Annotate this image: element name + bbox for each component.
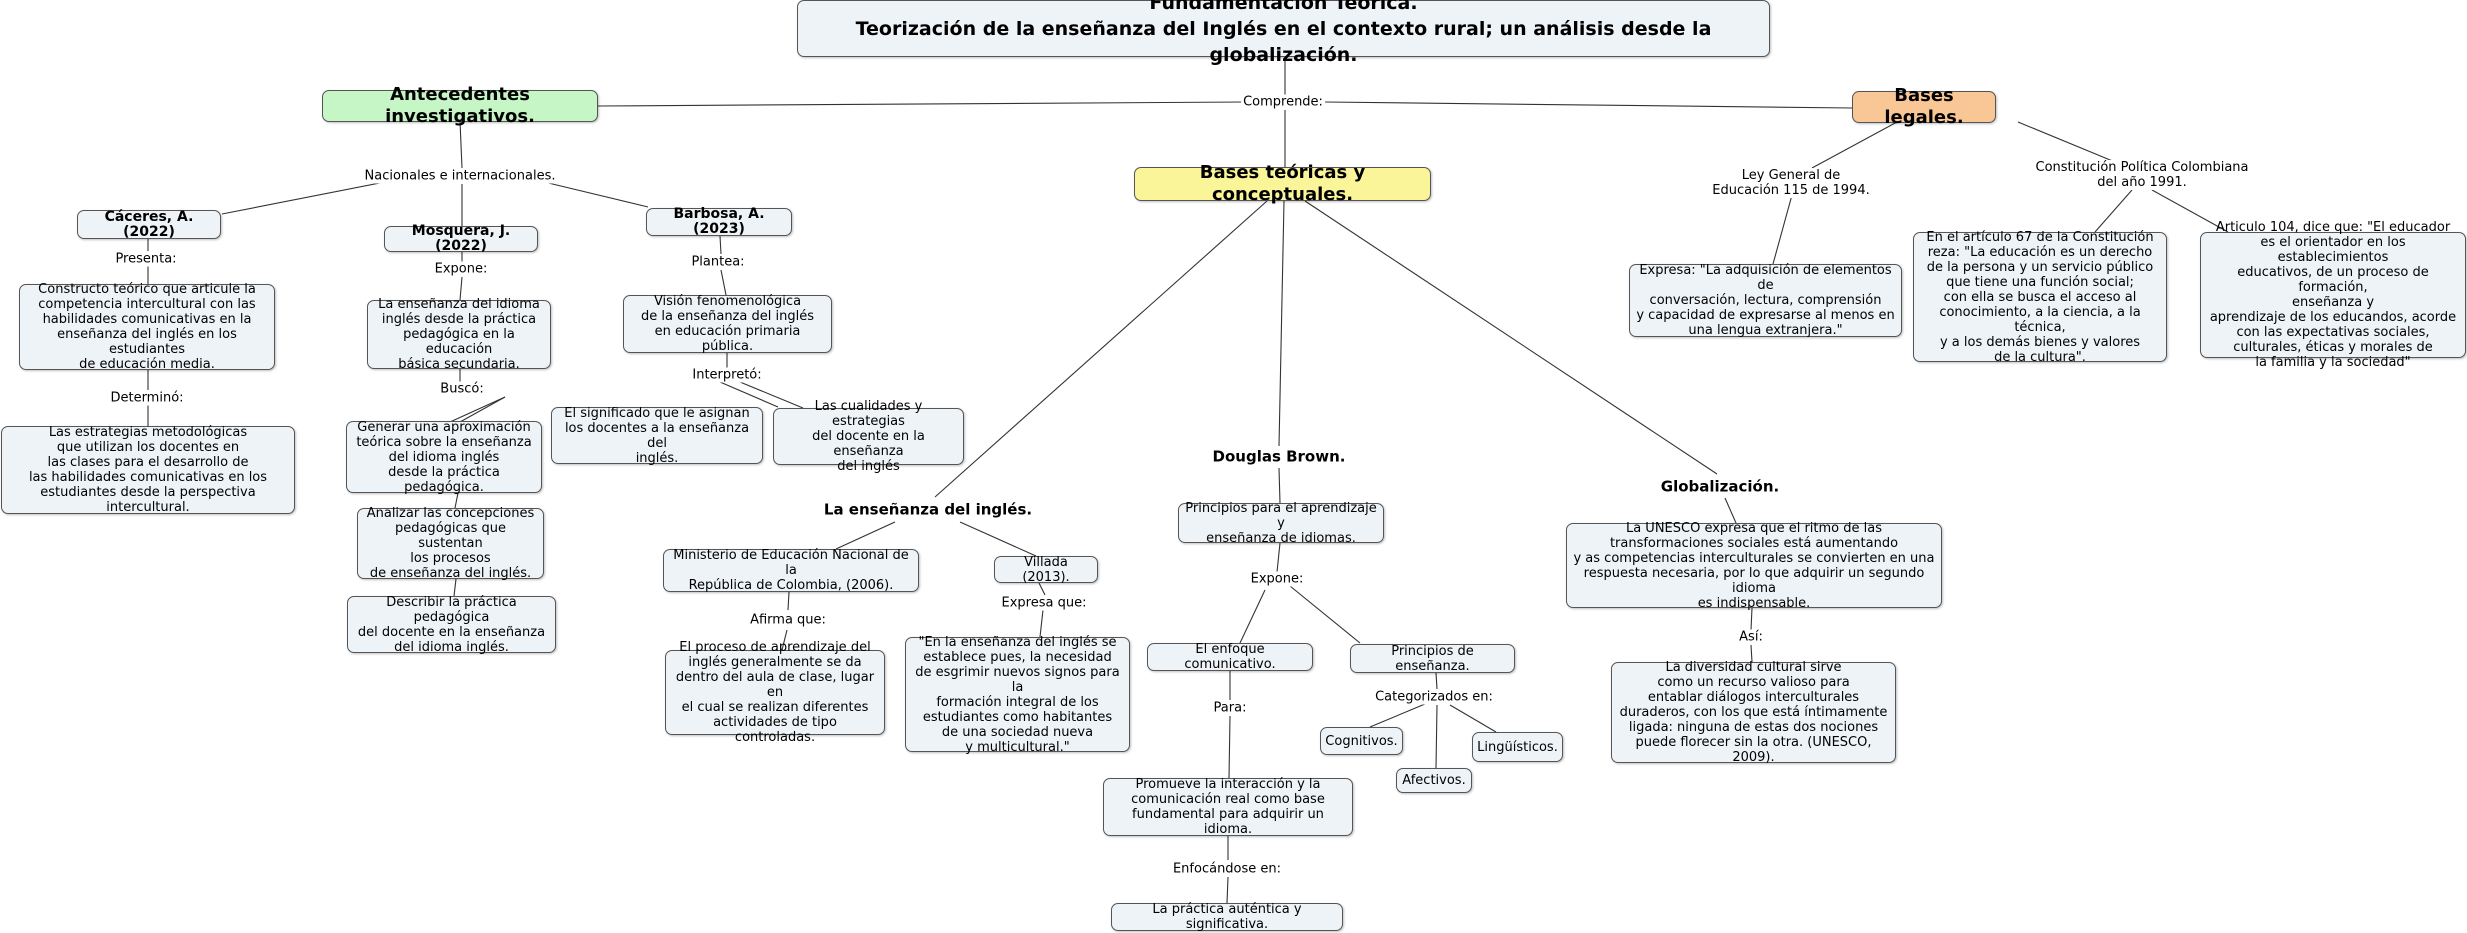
- mosquera-buscar-2-node[interactable]: Analizar las concepciones pedagógicas qu…: [357, 506, 544, 581]
- men-node[interactable]: Ministerio de Educación Nacional de la R…: [663, 548, 919, 593]
- link-label-presenta: Presenta:: [113, 251, 179, 267]
- cognitivos-node[interactable]: Cognitivos.: [1320, 727, 1403, 755]
- link-label-categorizados: Categorizados en:: [1373, 689, 1495, 705]
- concept-ensenanza-ingles: La enseñanza del inglés.: [823, 500, 1033, 519]
- enfoque-comunicativo-node[interactable]: El enfoque comunicativo.: [1147, 642, 1313, 672]
- villada-node[interactable]: Villada (2013).: [994, 555, 1098, 585]
- antecedentes-node[interactable]: Antecedentes investigativos.: [322, 84, 598, 127]
- diversidad-cultural-node[interactable]: La diversidad cultural sirve como un rec…: [1611, 660, 1896, 765]
- concept-globalizacion: Globalización.: [1660, 477, 1780, 496]
- articulo-67-node[interactable]: En el artículo 67 de la Constitución rez…: [1913, 230, 2167, 365]
- afectivos-node[interactable]: Afectivos.: [1396, 768, 1472, 793]
- link-label-expone-mosquera: Expone:: [432, 261, 490, 277]
- link-label-expone-brown: Expone:: [1248, 571, 1306, 587]
- map-title: Fundamentación Teórica. Teorización de l…: [797, 0, 1770, 66]
- concept-douglas-brown: Douglas Brown.: [1212, 447, 1346, 466]
- link-label-nacionales: Nacionales e internacionales.: [362, 168, 558, 184]
- men-afirma-node[interactable]: El proceso de aprendizaje del inglés gen…: [665, 640, 885, 745]
- mosquera-expone-node[interactable]: La enseñanza del idioma inglés desde la …: [367, 297, 551, 372]
- principios-aprendizaje-node[interactable]: Principios para el aprendizaje y enseñan…: [1178, 501, 1384, 546]
- link-label-plantea: Plantea:: [689, 254, 747, 270]
- linguisticos-node[interactable]: Lingüísticos.: [1472, 732, 1563, 762]
- link-label-enfocandose: Enfocándose en:: [1170, 861, 1284, 877]
- practica-autentica-node[interactable]: La práctica auténtica y significativa.: [1111, 902, 1343, 932]
- barbosa-node[interactable]: Barbosa, A. (2023): [646, 207, 792, 237]
- barbosa-plantea-node[interactable]: Visión fenomenológica de la enseñanza de…: [623, 294, 832, 354]
- mosquera-buscar-3-node[interactable]: Describir la práctica pedagógica del doc…: [347, 595, 556, 655]
- bases-teoricas-node[interactable]: Bases teóricas y conceptuales.: [1134, 162, 1431, 205]
- link-label-para: Para:: [1211, 700, 1249, 716]
- link-label-ley-general: Ley General de Educación 115 de 1994.: [1710, 168, 1872, 198]
- caceres-presenta-node[interactable]: Constructo teórico que articule la compe…: [19, 282, 275, 372]
- ley-expresa-node[interactable]: Expresa: "La adquisición de elementos de…: [1629, 263, 1902, 338]
- barbosa-interpreto-2-node[interactable]: Las cualidades y estrategias del docente…: [773, 399, 964, 474]
- link-label-determino: Determinó:: [108, 390, 186, 406]
- link-label-constitucion: Constitución Política Colombiana del año…: [2033, 160, 2251, 190]
- caceres-node[interactable]: Cáceres, A. (2022): [77, 209, 221, 239]
- villada-expresa-node[interactable]: "En la enseñanza del inglés se establece…: [905, 635, 1130, 755]
- barbosa-interpreto-1-node[interactable]: El significado que le asignan los docent…: [551, 406, 763, 466]
- mosquera-buscar-1-node[interactable]: Generar una aproximación teórica sobre l…: [346, 420, 542, 495]
- mosquera-node[interactable]: Mosquera, J. (2022): [384, 224, 538, 254]
- unesco-node[interactable]: La UNESCO expresa que el ritmo de las tr…: [1566, 521, 1942, 611]
- link-label-comprende: Comprende:: [1241, 94, 1325, 110]
- link-label-interpreto: Interpretó:: [690, 367, 764, 383]
- promueve-node[interactable]: Promueve la interacción y la comunicació…: [1103, 777, 1353, 837]
- link-label-expresa-que: Expresa que:: [999, 595, 1089, 611]
- title-line-2: Teorización de la enseñanza del Inglés e…: [855, 17, 1712, 66]
- title-line-1: Fundamentación Teórica.: [1149, 0, 1418, 14]
- link-label-busco: Buscó:: [438, 381, 486, 397]
- link-label-asi: Así:: [1737, 629, 1765, 645]
- bases-legales-node[interactable]: Bases legales.: [1852, 85, 1996, 128]
- caceres-determino-node[interactable]: Las estrategias metodológicas que utiliz…: [1, 425, 295, 515]
- link-label-afirma: Afirma que:: [748, 612, 828, 628]
- articulo-104-node[interactable]: Articulo 104, dice que: "El educador es …: [2200, 220, 2466, 370]
- principios-ensenanza-node[interactable]: Principios de enseñanza.: [1350, 644, 1515, 674]
